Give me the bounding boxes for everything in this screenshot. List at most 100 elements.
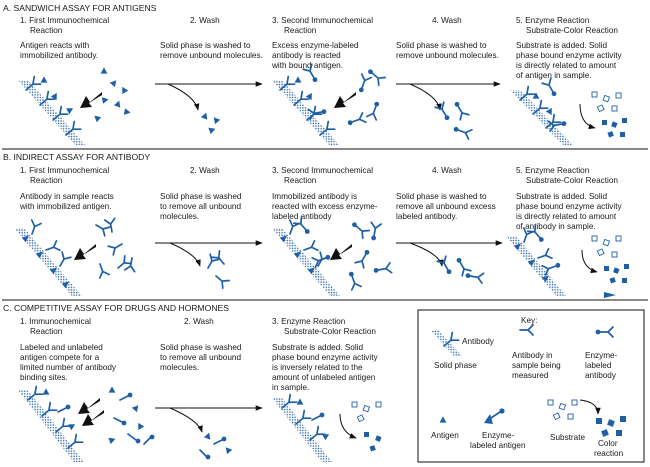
svg-text:Solid phase is washed to: Solid phase is washed to <box>160 41 251 50</box>
svg-text:Antibody in sample reacts: Antibody in sample reacts <box>20 192 114 201</box>
svg-text:binding sites.: binding sites. <box>20 373 68 382</box>
color-reaction-icon <box>596 418 602 424</box>
section-title-b: B. INDIRECT ASSAY FOR ANTIBODY <box>3 152 150 162</box>
svg-text:sample being: sample being <box>512 361 561 370</box>
key-antigen-label: Antigen <box>431 431 459 440</box>
black-arrow-icon <box>78 398 100 414</box>
b5-solid-phase-illustration <box>506 223 629 298</box>
legend-key: Key: Antibody Solid phase Antibody in sa… <box>417 309 645 463</box>
step-a4: 4. Wash Solid phase is washed to remove … <box>396 16 499 60</box>
svg-text:Reaction: Reaction <box>284 26 317 35</box>
svg-text:reaction: reaction <box>594 449 624 458</box>
solid-phase-icon <box>430 330 462 356</box>
svg-text:antibody: antibody <box>585 371 617 380</box>
svg-text:molecules.: molecules. <box>160 363 199 372</box>
svg-text:is directly related to amount: is directly related to amount <box>516 212 617 221</box>
black-arrow-icon <box>74 244 96 260</box>
step-a1: 1. First Immunochemical Reaction Antigen… <box>20 16 109 60</box>
svg-text:3. Second Immunochemical: 3. Second Immunochemical <box>272 16 373 25</box>
svg-text:Solid phase is washed: Solid phase is washed <box>160 192 242 201</box>
svg-text:Substrate is added. Solid: Substrate is added. Solid <box>272 343 363 352</box>
black-arrow-icon <box>334 92 356 108</box>
key-antibody-label: Antibody <box>462 337 495 346</box>
step-c2: 2. Wash Solid phase is washed to remove … <box>160 317 242 372</box>
svg-text:with bound antigen.: with bound antigen. <box>271 61 343 70</box>
svg-text:Solid phase is washed to: Solid phase is washed to <box>396 41 487 50</box>
svg-text:3. Enzyme Reaction: 3. Enzyme Reaction <box>272 317 346 326</box>
svg-text:3. Second Immunochemical: 3. Second Immunochemical <box>272 166 373 175</box>
svg-text:phase bound enzyme activity: phase bound enzyme activity <box>516 51 622 60</box>
svg-text:1. Immunochemical: 1. Immunochemical <box>20 317 91 326</box>
svg-text:Substrate-Color Reaction: Substrate-Color Reaction <box>526 26 618 35</box>
key-substrate-label: Substrate <box>550 433 585 442</box>
svg-text:labeled: labeled <box>585 361 612 370</box>
step-a5: 5. Enzyme Reaction Substrate-Color React… <box>516 16 622 80</box>
b2-wash-arrow <box>155 240 263 290</box>
svg-text:is directly related to amount: is directly related to amount <box>516 61 617 70</box>
svg-text:antibody is reacted: antibody is reacted <box>272 51 341 60</box>
svg-text:Antibody in: Antibody in <box>512 351 553 360</box>
substrate-icon <box>547 399 554 406</box>
svg-text:with immobilized antigen.: with immobilized antigen. <box>19 202 111 211</box>
svg-text:amount of unlabeled antigen: amount of unlabeled antigen <box>272 373 376 382</box>
b4-wash-arrow <box>396 240 503 285</box>
step-a2: 2. Wash Solid phase is washed to remove … <box>160 16 263 60</box>
svg-text:phase bound enzyme activity: phase bound enzyme activity <box>272 353 378 362</box>
step-c3: 3. Enzyme Reaction Substrate-Color React… <box>272 317 378 392</box>
svg-text:measured: measured <box>512 371 549 380</box>
svg-text:to remove all unbound: to remove all unbound <box>160 202 241 211</box>
svg-text:to remove all unbound: to remove all unbound <box>160 353 241 362</box>
svg-text:5. Enzyme Reaction: 5. Enzyme Reaction <box>516 166 590 175</box>
svg-text:labeled antigen: labeled antigen <box>470 441 526 450</box>
c2-wash-arrow <box>155 405 263 460</box>
a1-solid-phase-illustration <box>18 67 132 146</box>
c1-solid-phase-illustration <box>18 385 155 462</box>
key-solid-phase-label: Solid phase <box>434 361 477 370</box>
a5-solid-phase-illustration <box>510 77 627 146</box>
svg-text:2. Wash: 2. Wash <box>190 16 220 25</box>
svg-text:Excess enzyme-labeled: Excess enzyme-labeled <box>272 41 359 50</box>
svg-text:Solid phase is washed to: Solid phase is washed to <box>396 192 487 201</box>
svg-text:Enzyme-: Enzyme- <box>585 351 618 360</box>
a2-wash-arrow <box>155 81 263 135</box>
b3-solid-phase-illustration <box>272 215 393 296</box>
enzyme-antigen-icon <box>484 414 493 424</box>
svg-text:reacted with excess enzyme-: reacted with excess enzyme- <box>272 202 378 211</box>
svg-text:Enzyme-: Enzyme- <box>482 431 515 440</box>
svg-text:1. First Immunochemical: 1. First Immunochemical <box>20 16 109 25</box>
svg-text:Reaction: Reaction <box>284 176 317 185</box>
a3-solid-phase-illustration <box>272 63 387 146</box>
step-c1: 1. Immunochemical Reaction Labeled and u… <box>20 317 117 382</box>
svg-text:limited number of antibody: limited number of antibody <box>20 363 117 372</box>
svg-text:Labeled and unlabeled: Labeled and unlabeled <box>20 343 103 352</box>
svg-text:remove all unbound excess: remove all unbound excess <box>396 202 496 211</box>
black-arrow-icon <box>80 92 102 108</box>
svg-text:remove unbound molecules.: remove unbound molecules. <box>160 51 263 60</box>
svg-text:Reaction: Reaction <box>30 26 63 35</box>
svg-text:in sample.: in sample. <box>272 383 309 392</box>
section-title-c: C. COMPETITIVE ASSAY FOR DRUGS AND HORMO… <box>3 303 229 313</box>
svg-text:1. First Immunochemical: 1. First Immunochemical <box>20 166 109 175</box>
svg-text:5. Enzyme Reaction: 5. Enzyme Reaction <box>516 16 590 25</box>
svg-text:Antigen reacts with: Antigen reacts with <box>20 41 90 50</box>
a4-wash-arrow <box>396 81 501 140</box>
svg-text:2. Wash: 2. Wash <box>184 317 214 326</box>
svg-text:phase bound enzyme activity: phase bound enzyme activity <box>516 202 622 211</box>
svg-text:antigen compete for a: antigen compete for a <box>20 353 100 362</box>
svg-text:Solid phase is washed: Solid phase is washed <box>160 343 242 352</box>
svg-text:4. Wash: 4. Wash <box>432 16 462 25</box>
svg-text:of antigen in sample.: of antigen in sample. <box>516 71 592 80</box>
step-b1: 1. First Immunochemical Reaction Antibod… <box>19 166 114 211</box>
step-b3: 3. Second Immunochemical Reaction Immobi… <box>272 166 378 221</box>
svg-text:Substrate-Color Reaction: Substrate-Color Reaction <box>526 176 618 185</box>
svg-text:Substrate-Color Reaction: Substrate-Color Reaction <box>284 327 376 336</box>
section-title-a: A. SANDWICH ASSAY FOR ANTIGENS <box>3 3 157 13</box>
svg-text:molecules.: molecules. <box>160 212 199 221</box>
key-title: Key: <box>521 316 537 325</box>
svg-text:of antibody in sample.: of antibody in sample. <box>516 222 596 231</box>
svg-text:Reaction: Reaction <box>30 176 63 185</box>
svg-text:4. Wash: 4. Wash <box>432 166 462 175</box>
svg-text:labeled antibody.: labeled antibody. <box>396 212 457 221</box>
svg-text:Immobilized antibody is: Immobilized antibody is <box>272 192 357 201</box>
black-arrow-icon <box>330 244 352 260</box>
